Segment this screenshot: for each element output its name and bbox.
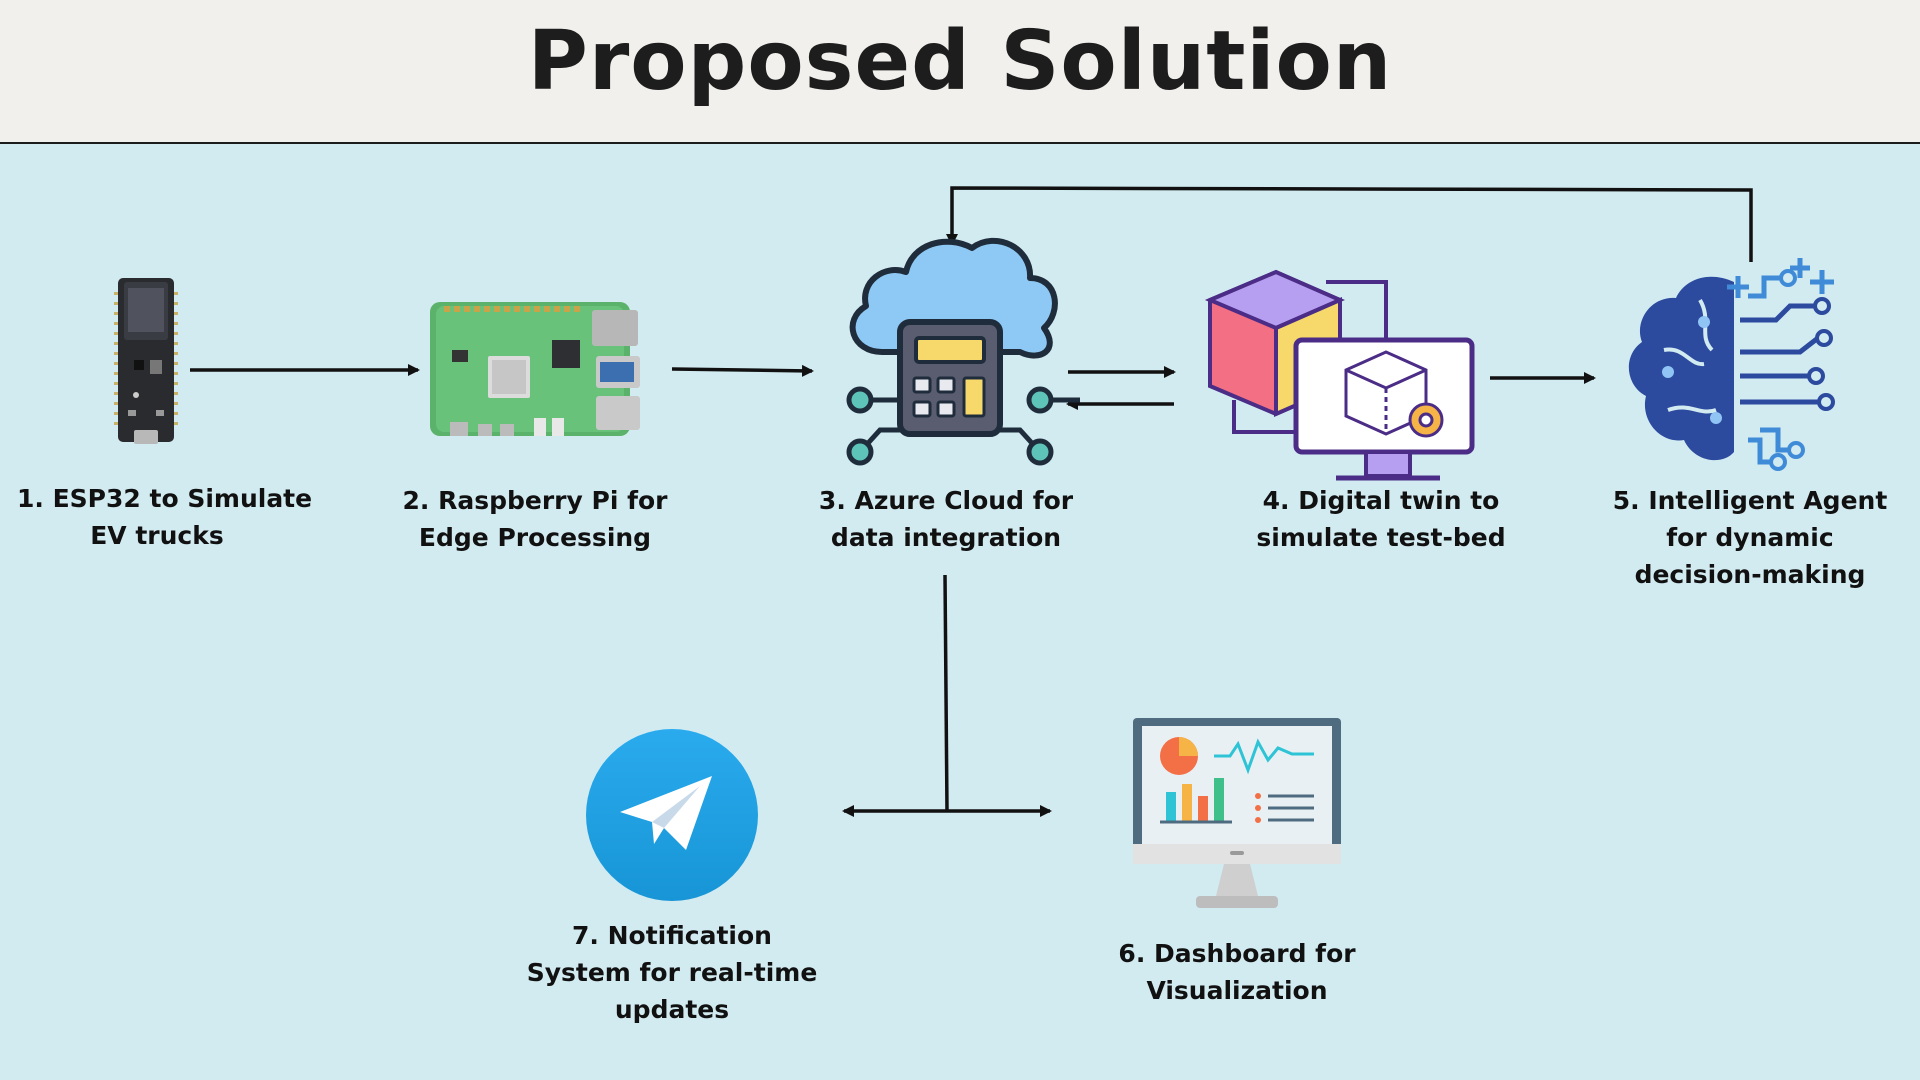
connector-azure-down: [943, 574, 949, 812]
esp32-board-icon: [114, 278, 178, 444]
node-label-esp32: 1. ESP32 to Simulate EV trucks: [17, 484, 313, 550]
dashboard-monitor-icon: [1133, 718, 1341, 908]
connectors: [190, 186, 1753, 817]
arrow-agent-feedback-to-azure: [946, 186, 1753, 262]
page-title: Proposed Solution: [527, 14, 1393, 109]
arrow-raspberry-to-azure: [671, 364, 814, 377]
node-label-notification: 7. Notification System for real-time upd…: [526, 921, 818, 1024]
raspberry-pi-icon: [430, 302, 640, 436]
node-label-raspberry-pi: 2. Raspberry Pi for Edge Processing: [402, 486, 668, 552]
node-label-dashboard: 6. Dashboard for Visualization: [1118, 939, 1356, 1005]
azure-cloud-icon: [846, 237, 1080, 466]
node-label-azure-cloud: 3. Azure Cloud for data integration: [818, 486, 1074, 552]
header-bar: Proposed Solution: [0, 0, 1920, 144]
node-label-intelligent-agent: 5. Intelligent Agent for dynamic decisio…: [1612, 486, 1888, 589]
digital-twin-icon: [1204, 269, 1475, 481]
ai-brain-icon: [1628, 258, 1835, 471]
node-label-digital-twin: 4. Digital twin to simulate test-bed: [1256, 486, 1506, 552]
telegram-icon: [586, 729, 758, 901]
